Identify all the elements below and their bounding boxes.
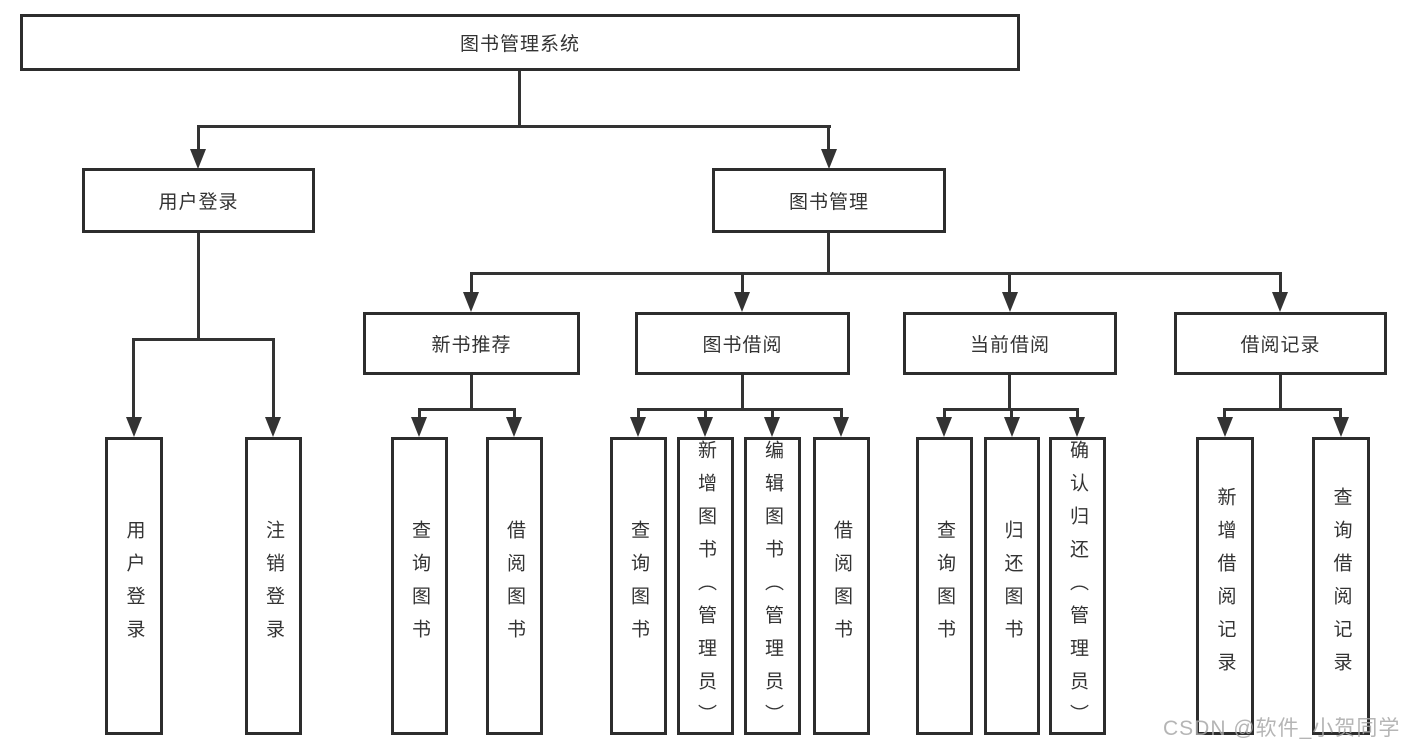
node-bb-edit-book-admin: 编辑图书（管理员） [744,437,801,737]
node-cb-query-book: 查询图书 [916,437,973,735]
arrow-down-icon [190,149,206,169]
connector-bookmgmt-horizontal [470,272,1282,275]
connector-nbr-stub [470,375,473,411]
node-nbr-query-book: 查询图书 [391,437,448,735]
connector-userlogin-horizontal [132,338,275,341]
node-label: 图书管理 [788,192,869,213]
node-label: 新增借阅记录 [1214,487,1236,685]
connector-bb-stub [741,375,744,411]
node-label: 注销登录 [263,520,284,652]
connector-userlogin-stub [197,233,200,341]
connector-stem [741,272,744,296]
node-label: 图书借阅 [702,335,783,356]
connector-cb-stub [1008,375,1011,411]
node-label: 查询图书 [628,520,649,652]
connector-stem [637,408,640,420]
node-new-book-recommend: 新书推荐 [363,312,580,375]
node-label: 编辑图书（管理员） [762,440,783,737]
node-label: 借阅图书 [831,520,852,652]
arrow-down-icon [126,417,142,437]
connector-stem [704,408,707,420]
arrow-down-icon [734,292,750,312]
connector-root-stub [518,71,521,128]
connector-stem [513,408,516,420]
connector-stem [827,125,830,152]
arrow-down-icon [833,417,849,437]
arrow-down-icon [1217,417,1233,437]
connector-stem [840,408,843,420]
node-label: 用户登录 [158,192,239,213]
connector-root-horizontal [197,125,831,128]
node-label: 用户登录 [123,520,145,652]
node-library-management-system: 图书管理系统 [20,14,1020,71]
node-current-borrow: 当前借阅 [903,312,1117,375]
connector-stem [1010,408,1013,420]
node-br-add-record: 新增借阅记录 [1196,437,1254,735]
connector-stem [272,338,275,420]
node-label: 查询图书 [409,520,430,652]
arrow-down-icon [697,417,713,437]
node-label: 当前借阅 [969,335,1050,356]
arrow-down-icon [506,417,522,437]
connector-br-stub [1279,375,1282,411]
arrow-down-icon [936,417,952,437]
connector-stem [197,125,200,152]
node-bb-add-book-admin: 新增图书（管理员） [677,437,734,737]
node-borrow-records: 借阅记录 [1174,312,1387,375]
connector-stem [1223,408,1226,420]
connector-stem [1339,408,1342,420]
node-label: 新书推荐 [431,335,512,356]
arrow-down-icon [630,417,646,437]
node-bb-borrow-book: 借阅图书 [813,437,870,735]
arrow-down-icon [821,149,837,169]
connector-stem [1008,272,1011,296]
node-user-login: 用户登录 [105,437,163,735]
node-cb-confirm-return-admin: 确认归还（管理员） [1049,437,1106,737]
node-bb-query-book: 查询图书 [610,437,667,735]
node-nbr-borrow-book: 借阅图书 [486,437,543,735]
arrow-down-icon [1004,417,1020,437]
connector-bookmgmt-stub [827,232,830,275]
node-cb-return-book: 归还图书 [984,437,1040,735]
arrow-down-icon [1069,417,1085,437]
arrow-down-icon [764,417,780,437]
connector-stem [132,338,135,420]
connector-stem [1279,272,1282,296]
node-label: 图书管理系统 [459,34,580,55]
connector-nbr-horizontal [418,408,516,411]
node-book-borrow: 图书借阅 [635,312,850,375]
arrow-down-icon [265,417,281,437]
connector-stem [943,408,946,420]
connector-stem [771,408,774,420]
connector-stem [1076,408,1079,420]
arrow-down-icon [1002,292,1018,312]
connector-stem [470,272,473,296]
arrow-down-icon [463,292,479,312]
node-logout: 注销登录 [245,437,302,735]
node-label: 借阅图书 [504,520,525,652]
node-user-login-branch: 用户登录 [82,168,315,233]
node-label: 借阅记录 [1240,335,1321,356]
arrow-down-icon [411,417,427,437]
node-label: 新增图书（管理员） [695,440,716,737]
node-label: 查询图书 [934,520,955,652]
node-br-query-record: 查询借阅记录 [1312,437,1370,735]
connector-bb-horizontal [637,408,843,411]
connector-br-horizontal [1223,408,1342,411]
node-label: 确认归还（管理员） [1067,440,1088,737]
node-label: 查询借阅记录 [1330,487,1352,685]
connector-stem [418,408,421,420]
node-book-management: 图书管理 [712,168,946,233]
arrow-down-icon [1333,417,1349,437]
csdn-watermark: CSDN @软件_小贺同学 [1163,717,1401,740]
node-label: 归还图书 [1001,520,1023,652]
arrow-down-icon [1272,292,1288,312]
